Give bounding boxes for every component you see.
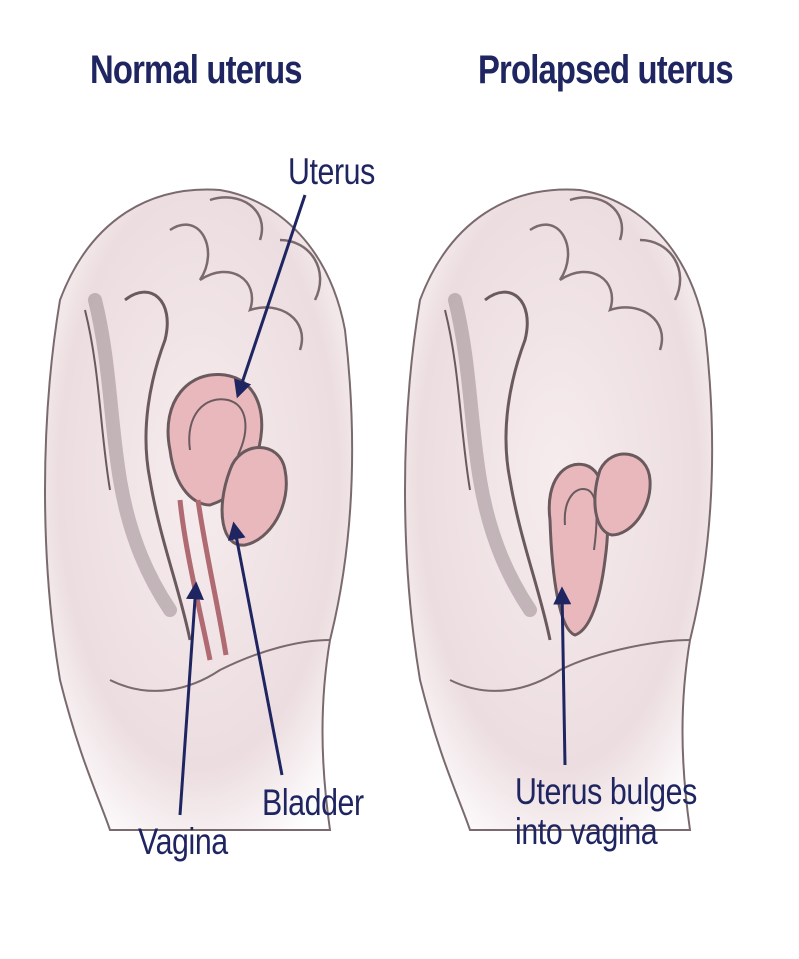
normal-uterus-title: Normal uterus: [90, 48, 302, 93]
prolapsed-uterus-title: Prolapsed uterus: [478, 48, 733, 93]
bulge-label-line1: Uterus bulges: [515, 772, 697, 812]
uterus-label: Uterus: [288, 152, 375, 192]
bladder-label: Bladder: [262, 783, 364, 823]
vagina-label: Vagina: [138, 822, 228, 862]
prolapsed-anatomy-drawing: [405, 190, 712, 830]
bulge-label-line2: into vagina: [515, 812, 657, 852]
normal-anatomy-drawing: [45, 190, 352, 830]
